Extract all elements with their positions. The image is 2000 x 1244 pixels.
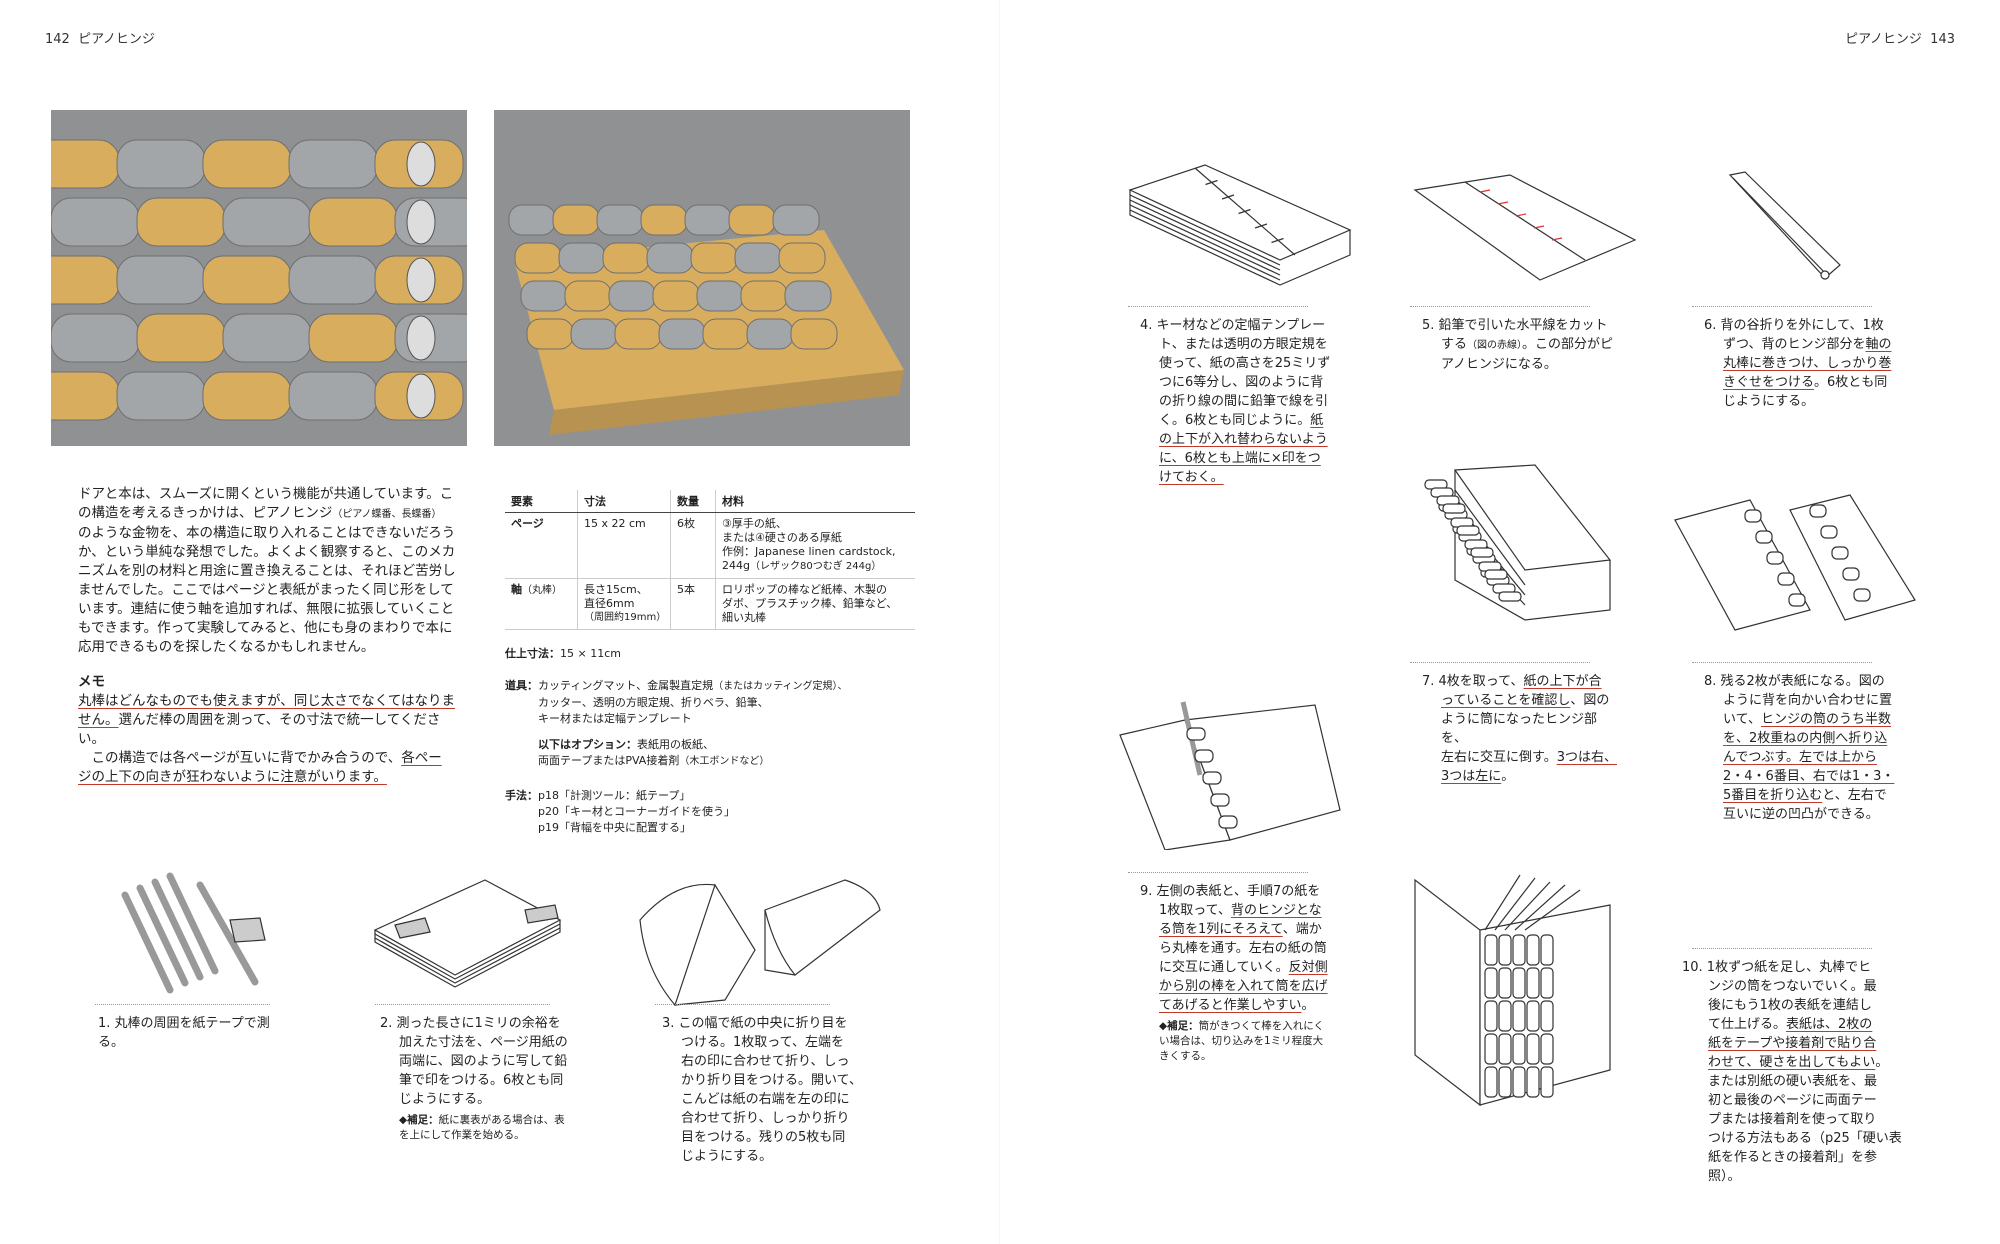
divider: [1692, 662, 1872, 663]
left-page: 142 ピアノヒンジ ドアと本は、スムーズに開くという機能が共通しています。こ …: [45, 32, 915, 1164]
divider: [1128, 306, 1308, 307]
illustration-step6: [1728, 171, 1841, 280]
intro-text: ドアと本は、スムーズに開くという機能が共通しています。こ の構造を考えるきっかけ…: [78, 486, 456, 655]
step-4: 4. キー材などの定幅テンプレー ト、または透明の方眼定規を 使って、紙の高さを…: [1140, 318, 1331, 485]
table-row: ページ 15 x 22 cm 6枚 ③厚手の紙、 または④硬さのある厚紙 作例：…: [505, 512, 915, 579]
folio-left: 142 ピアノヒンジ: [45, 32, 155, 47]
illustration-step10: [1414, 874, 1611, 1107]
divider: [1692, 306, 1872, 307]
table-header-row: 要素 寸法 数量 材料: [505, 490, 915, 513]
method: 手法：p18「計測ツール：紙テープ」 p20「キー材とコーナーガイドを使う」 p…: [505, 789, 735, 834]
divider: [655, 1004, 830, 1005]
step-9: 9. 左側の表紙と、手順7の紙を 1枚取って、背のヒンジとな る筒を1列にそろえ…: [1140, 884, 1328, 1062]
photo-hinge-stack: [494, 110, 910, 446]
step-5: 5. 鉛筆で引いた水平線をカット する（図の赤線）。この部分がピ アノヒンジにな…: [1422, 318, 1614, 372]
table-row: 軸（丸棒） 長さ15cm、 直径6mm （周囲約19mm） 5本 ロリポップの棒…: [505, 578, 915, 630]
illustration-rods: [121, 872, 266, 994]
folio-right: ピアノヒンジ 143: [1845, 32, 1955, 47]
illustration-step4: [1128, 164, 1352, 286]
divider: [1128, 872, 1308, 873]
illustration-step8: [1674, 494, 1916, 631]
divider: [95, 1004, 270, 1005]
divider: [1692, 948, 1872, 949]
photo-hinge-rolls: [51, 110, 467, 446]
illustration-step9: [1119, 701, 1341, 850]
step-10: 10. 1枚ずつ紙を足し、丸棒でヒ ンジの筒をつないでいく。最 後にもう1枚の表…: [1682, 960, 1902, 1184]
illustration-step7: [1424, 464, 1612, 621]
divider: [1410, 662, 1590, 663]
divider: [1410, 306, 1590, 307]
step-2: 2. 測った長さに1ミリの余裕を 加えた寸法を、ページ用紙の 両端に、図のように…: [380, 1016, 568, 1141]
step-3: 3. この幅で紙の中央に折り目を つける。1枚取って、左端を 右の印に合わせて折…: [662, 1016, 862, 1164]
materials-table: 要素 寸法 数量 材料 ページ 15 x 22 cm 6枚 ③厚手の紙、 または…: [505, 490, 915, 630]
finish-size: 仕上寸法：15 × 11cm: [505, 647, 621, 660]
step-1: 1. 丸棒の周囲を紙テープで測る。: [98, 1016, 270, 1050]
tools: 道具：カッティングマット、金属製直定規（またはカッティング定規）、 カッター、透…: [505, 679, 848, 767]
illustration-step5: [1413, 174, 1637, 281]
memo: メモ 丸棒はどんなものでも使えますが、同じ太さでなくてはなりま せん。選んだ棒の…: [78, 674, 456, 785]
divider: [375, 1004, 550, 1005]
step-6: 6. 背の谷折りを外にして、1枚 ずつ、背のヒンジ部分を軸の 丸棒に巻きつけ、し…: [1704, 318, 1892, 409]
right-page: ピアノヒンジ 143: [1000, 0, 2000, 1244]
step-8: 8. 残る2枚が表紙になる。図の ように背を向かい合わせに置 いて、ヒンジの筒の…: [1704, 674, 1895, 822]
step-7: 7. 4枚を取って、紙の上下が合 っていることを確認し、図の ように筒になったヒ…: [1422, 674, 1617, 784]
illustration-marked-paper: [373, 879, 562, 988]
illustration-folded-paper: [639, 879, 881, 1007]
